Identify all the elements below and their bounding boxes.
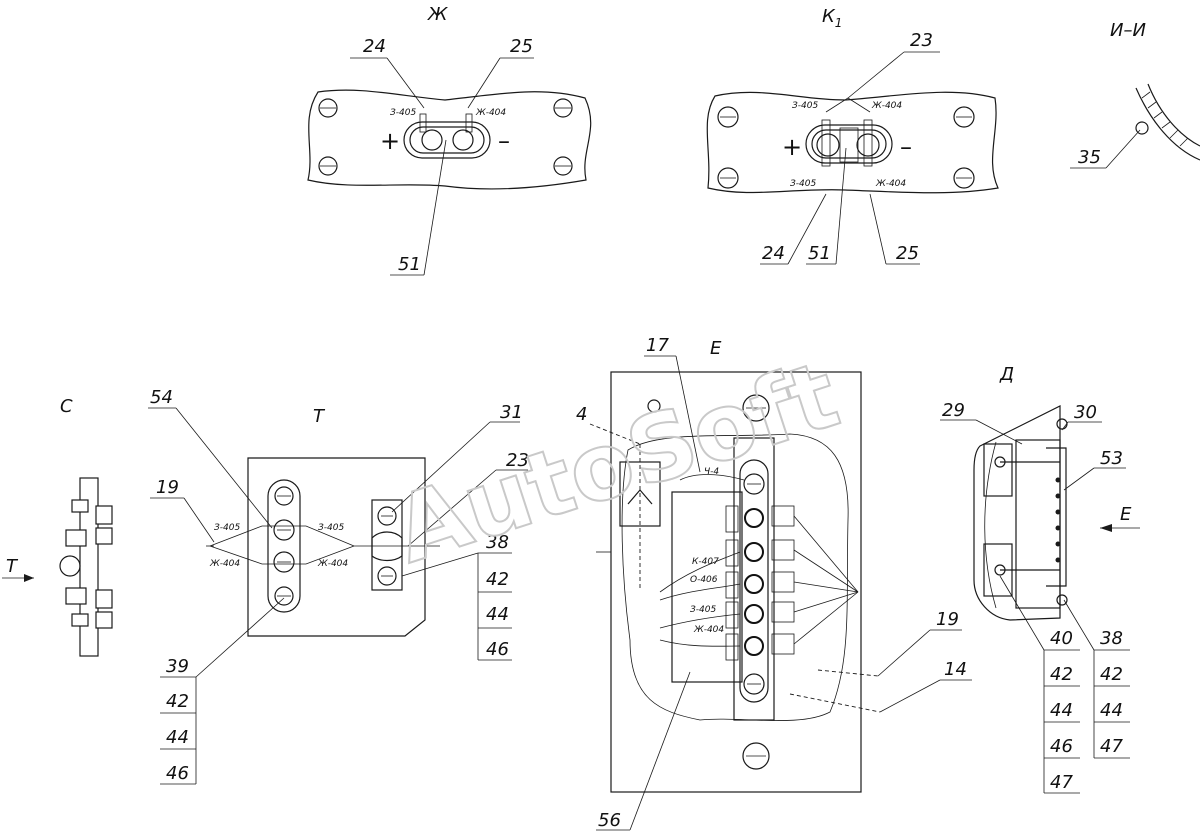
d-body [973, 405, 1061, 621]
svg-text:44: 44 [486, 604, 509, 625]
e-wire-tags [725, 505, 795, 661]
t-stack-39: 39 42 44 46 [160, 597, 285, 785]
k1-callout-24: 24 [762, 243, 785, 264]
t-wire-3: Ж-404 [209, 559, 240, 569]
view-ii-title: И–И [1110, 20, 1146, 41]
t-callout-19: 19 [156, 477, 179, 498]
svg-text:44: 44 [1050, 700, 1073, 721]
svg-text:42: 42 [486, 569, 509, 590]
zh-minus-sign: – [498, 127, 510, 155]
d-stack-38: 38 42 44 47 [1063, 599, 1130, 759]
view-c-arrow-label: Т [6, 556, 19, 577]
d-bolts [994, 418, 1068, 606]
view-t: Т З-405 З-405 Ж-404 Ж-404 19 54 31 23 [148, 387, 529, 785]
c-fasteners [59, 499, 113, 629]
ii-fastener [1135, 121, 1149, 135]
e-callout-4: 4 [576, 404, 587, 425]
e-wire-5: Ж-404 [693, 625, 724, 635]
d-stack-40: 40 42 44 46 47 [999, 575, 1080, 794]
k1-wire-4: Ж-404 [875, 179, 906, 189]
view-c: С Т [2, 396, 113, 657]
svg-text:40: 40 [1050, 628, 1073, 649]
view-d: Д 29 30 53 Е [940, 364, 1140, 794]
svg-text:47: 47 [1100, 736, 1123, 757]
view-d-title: Д [999, 364, 1014, 385]
t-callout-54: 54 [150, 387, 173, 408]
zh-callout-51: 51 [398, 254, 421, 275]
zh-wire-1: З-405 [390, 108, 416, 118]
zh-terminal-plus [421, 129, 443, 151]
e-cover-outline [621, 433, 849, 721]
zh-callout-25: 25 [510, 36, 533, 57]
view-zh: Ж + – З-405 Ж-404 24 25 51 [307, 4, 592, 276]
k1-callout-51: 51 [808, 243, 831, 264]
svg-text:42: 42 [1100, 664, 1123, 685]
e-terminal-rail [733, 437, 775, 721]
e-wire-bundle [659, 474, 859, 647]
view-c-title: С [60, 396, 73, 417]
zh-wire-2: Ж-404 [475, 108, 506, 118]
d-callout-30: 30 [1074, 402, 1097, 423]
e-panel [610, 371, 862, 793]
svg-text:46: 46 [486, 639, 509, 660]
d-callout-29: 29 [942, 400, 965, 421]
svg-text:47: 47 [1050, 772, 1073, 793]
t-wire-4: Ж-404 [317, 559, 348, 569]
view-e-title: Е [710, 338, 722, 359]
e-wire-1: Ч-4 [704, 467, 719, 477]
k1-callout-23: 23 [910, 30, 933, 51]
k1-screws [717, 106, 975, 189]
view-t-title: Т [313, 406, 326, 427]
k1-plus-sign: + [782, 133, 802, 161]
view-ii: И–И 35 [1070, 20, 1200, 169]
t-wire-2: З-405 [318, 523, 344, 533]
k1-wire-2: Ж-404 [871, 101, 902, 111]
t-wire-1: З-405 [214, 523, 240, 533]
svg-text:42: 42 [166, 691, 189, 712]
t-callout-31: 31 [500, 402, 523, 423]
zh-callout-24: 24 [363, 36, 386, 57]
zh-socket-inner [409, 126, 485, 154]
svg-text:44: 44 [166, 727, 189, 748]
k1-wire-3: З-405 [790, 179, 816, 189]
ii-callout-35: 35 [1078, 147, 1101, 168]
svg-text:38: 38 [1100, 628, 1123, 649]
zh-plus-sign: + [380, 127, 400, 155]
k1-callout-25: 25 [896, 243, 919, 264]
zh-plate-outline [307, 89, 592, 190]
t-terminal-strip [267, 479, 301, 613]
t-panel [247, 457, 426, 637]
zh-screws [318, 98, 573, 176]
zh-socket-outer [403, 121, 491, 159]
svg-text:42: 42 [1050, 664, 1073, 685]
view-e: Е [576, 335, 972, 831]
e-wire-3: О-406 [690, 575, 718, 585]
svg-text:46: 46 [166, 763, 189, 784]
svg-text:38: 38 [486, 532, 509, 553]
e-callout-19: 19 [936, 609, 959, 630]
k1-minus-sign: – [900, 133, 912, 161]
t-stack-38: 38 42 44 46 [401, 532, 512, 661]
view-k1-title: К1 [822, 6, 842, 30]
d-callout-53: 53 [1100, 448, 1123, 469]
view-k1: К1 + – З-405 Ж-404 З-405 Ж-404 23 24 51 … [706, 6, 999, 265]
zh-terminal-minus [452, 129, 474, 151]
svg-text:39: 39 [166, 656, 189, 677]
e-wire-2: К-407 [692, 557, 719, 567]
t-callout-23: 23 [506, 450, 529, 471]
e-callout-56: 56 [598, 810, 621, 831]
view-d-arrow-label: Е [1120, 504, 1132, 525]
watermark: AutoSoft [382, 341, 850, 584]
e-wire-4: З-405 [690, 605, 716, 615]
view-zh-title: Ж [427, 4, 448, 25]
svg-text:46: 46 [1050, 736, 1073, 757]
e-terminal-screws [743, 473, 765, 695]
k1-wire-1: З-405 [792, 101, 818, 111]
e-callout-14: 14 [944, 659, 967, 680]
svg-text:44: 44 [1100, 700, 1123, 721]
e-callout-17: 17 [646, 335, 669, 356]
